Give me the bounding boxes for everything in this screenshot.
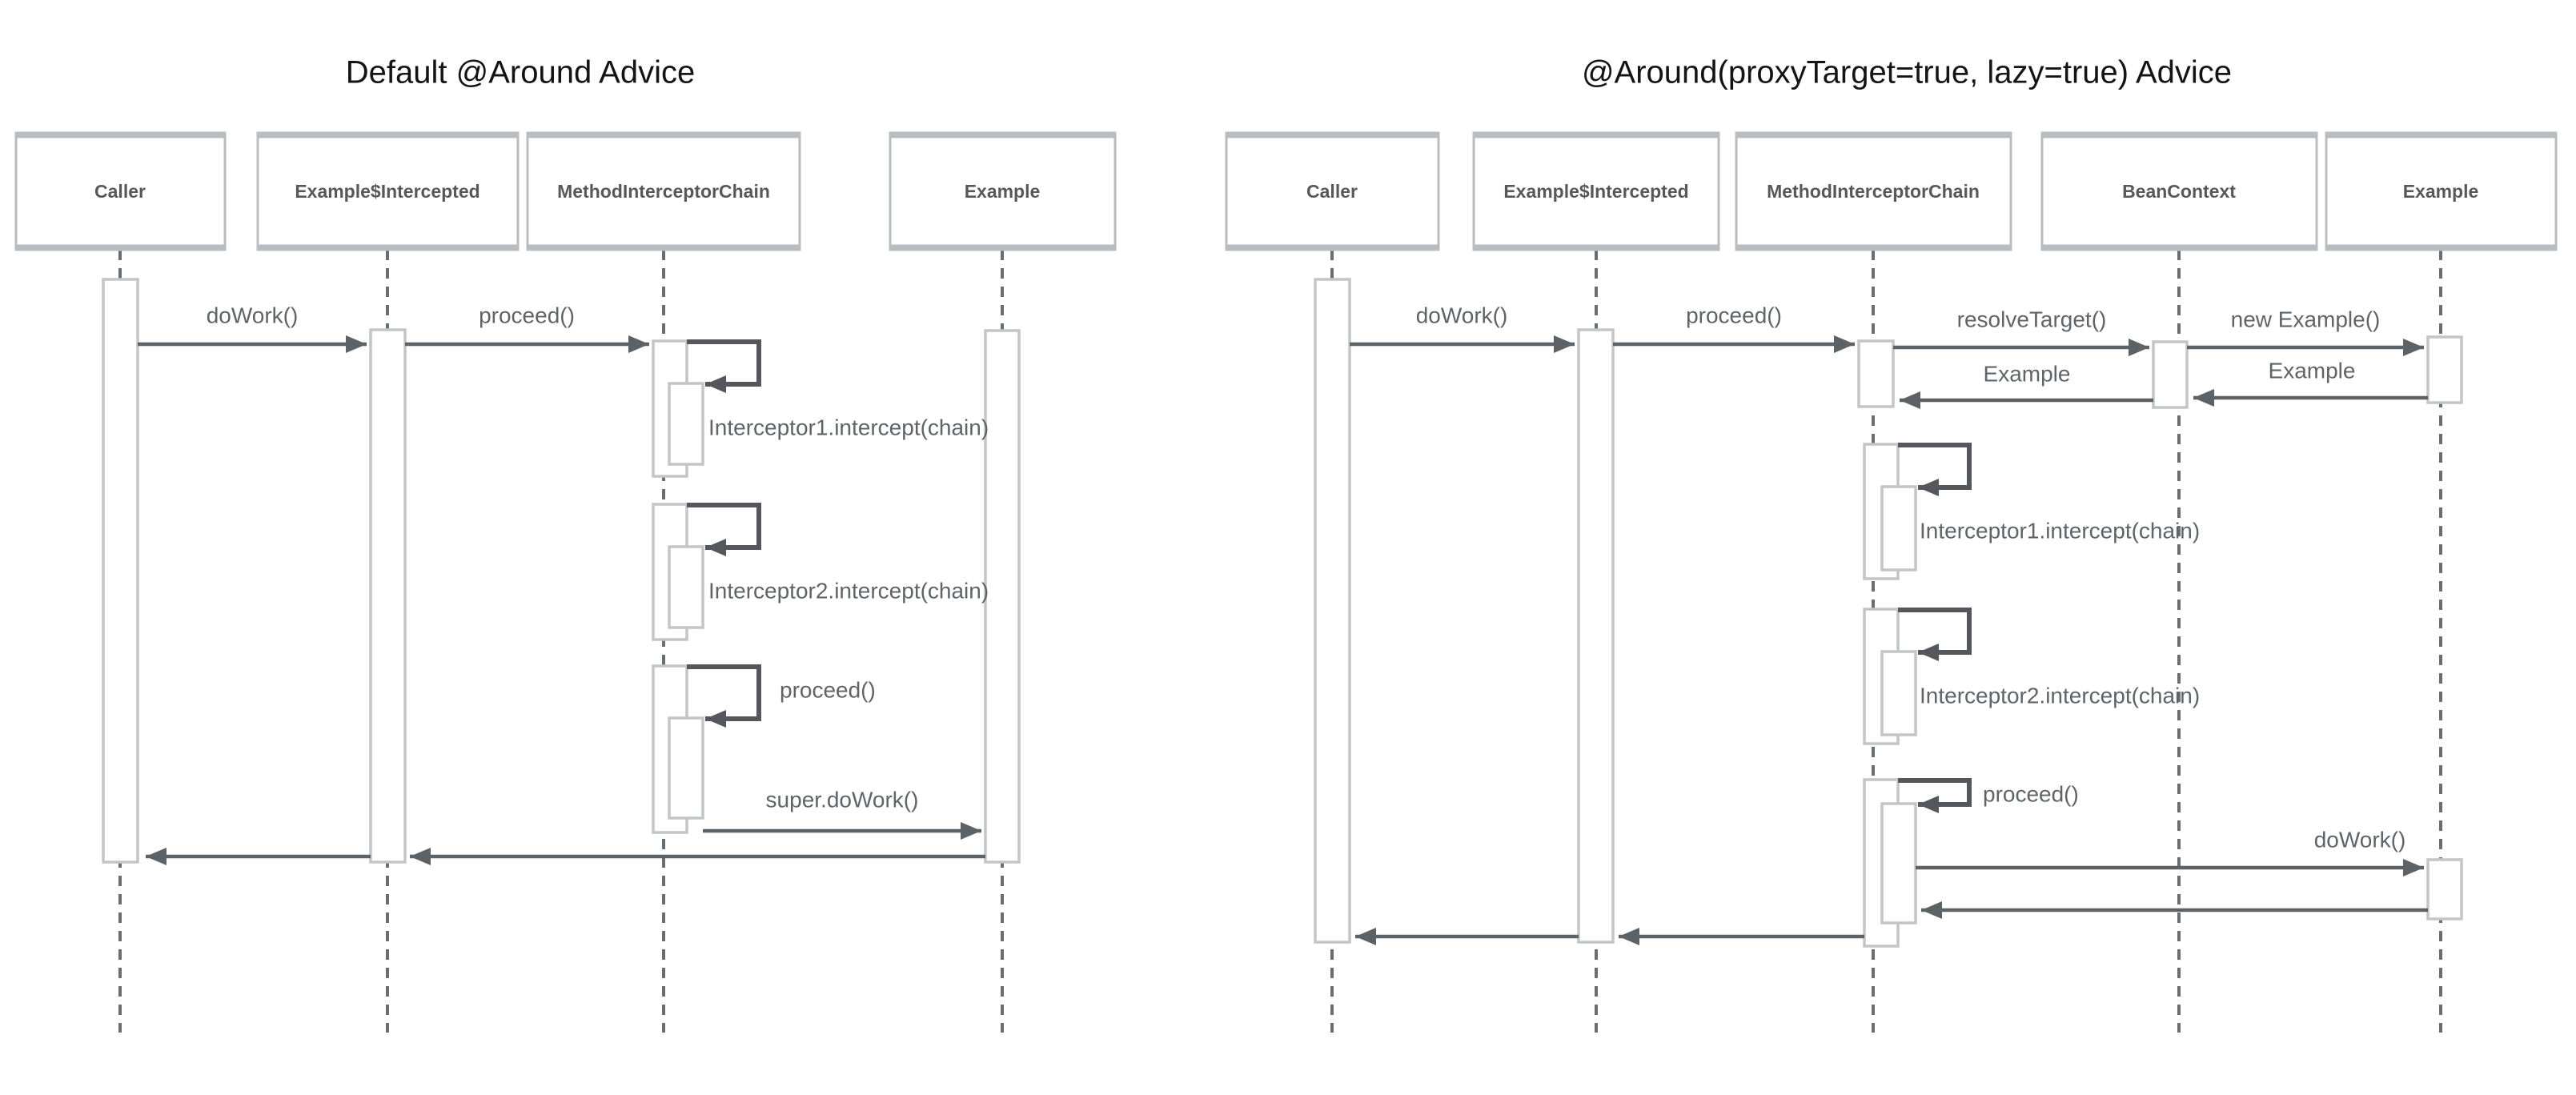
right-diagram-title: @Around(proxyTarget=true, lazy=true) Adv… bbox=[1582, 55, 2232, 90]
message-label-proceed: proceed() bbox=[1686, 303, 1782, 327]
message-label-example-return-2: Example bbox=[1984, 361, 2071, 386]
participant-box-method-interceptor-chain: MethodInterceptorChain bbox=[526, 131, 801, 251]
self-loop-proceed-inner bbox=[687, 664, 761, 728]
self-loop-interceptor2 bbox=[1898, 608, 1972, 661]
message-label-interceptor1: Interceptor1.intercept(chain) bbox=[1920, 518, 2200, 543]
self-loop-interceptor1 bbox=[1898, 443, 1972, 496]
message-label-proceed-inner: proceed() bbox=[1983, 781, 2079, 806]
participant-label: MethodInterceptorChain bbox=[557, 181, 770, 202]
participant-box-rect bbox=[889, 131, 1117, 251]
activation-bar-example-dowork bbox=[2426, 858, 2463, 921]
message-label-interceptor1: Interceptor1.intercept(chain) bbox=[708, 415, 989, 439]
message-label-dowork: doWork() bbox=[1416, 303, 1508, 327]
participant-box-bean-context: BeanContext bbox=[2040, 131, 2318, 251]
message-label-resolve-target: resolveTarget() bbox=[1957, 307, 2107, 331]
self-loop-interceptor2 bbox=[687, 503, 761, 556]
right-diagram: @Around(proxyTarget=true, lazy=true) Adv… bbox=[1225, 55, 2558, 1033]
participant-box-rect bbox=[526, 131, 801, 251]
participant-label: Example$Intercepted bbox=[295, 181, 479, 202]
activation-bar-chain-nested-1 bbox=[1880, 485, 1917, 572]
activation-bar-chain-nested-1 bbox=[668, 382, 704, 466]
activation-bar-caller bbox=[1314, 278, 1351, 944]
participant-label: Caller bbox=[94, 181, 146, 202]
participant-box-example: Example bbox=[889, 131, 1117, 251]
participant-label: Example bbox=[965, 181, 1041, 202]
participant-label: Example bbox=[2403, 181, 2479, 202]
participant-box-caller: Caller bbox=[1225, 131, 1440, 251]
participant-box-example-intercepted: Example$Intercepted bbox=[1472, 131, 1720, 251]
activation-bar-chain-nested-2 bbox=[668, 545, 704, 629]
participant-box-example: Example bbox=[2325, 131, 2558, 251]
message-label-dowork-target: doWork() bbox=[2314, 827, 2406, 852]
participant-label: BeanContext bbox=[2122, 181, 2236, 202]
participant-box-rect bbox=[2040, 131, 2318, 251]
activation-bar-bean-context bbox=[2152, 340, 2189, 409]
participant-box-rect bbox=[1735, 131, 2012, 251]
participant-box-method-interceptor-chain: MethodInterceptorChain bbox=[1735, 131, 2012, 251]
message-label-interceptor2: Interceptor2.intercept(chain) bbox=[708, 578, 989, 603]
activation-bar-chain-nested-2 bbox=[1880, 650, 1917, 736]
participant-box-rect bbox=[1225, 131, 1440, 251]
participant-box-caller: Caller bbox=[14, 131, 227, 251]
participant-box-rect bbox=[256, 131, 520, 251]
message-label-proceed: proceed() bbox=[479, 303, 575, 327]
participant-label: MethodInterceptorChain bbox=[1767, 181, 1980, 202]
activation-bar-example-construct bbox=[2426, 335, 2463, 404]
message-label-new-example: new Example() bbox=[2231, 307, 2381, 331]
left-diagram: Default @Around Advice Caller Example$In… bbox=[14, 55, 1117, 1033]
participant-label: Example$Intercepted bbox=[1503, 181, 1688, 202]
message-label-example-return: Example bbox=[2269, 358, 2356, 383]
activation-bar-example-intercepted bbox=[369, 328, 407, 864]
message-label-dowork: doWork() bbox=[207, 303, 299, 327]
activation-bar-example-intercepted bbox=[1577, 328, 1615, 944]
left-diagram-title: Default @Around Advice bbox=[346, 55, 695, 90]
message-label-interceptor2: Interceptor2.intercept(chain) bbox=[1920, 683, 2200, 708]
self-loop-proceed-inner bbox=[1898, 778, 1972, 813]
activation-bar-chain-nested-3 bbox=[1880, 802, 1917, 925]
self-loop-interceptor1 bbox=[687, 339, 761, 393]
participant-label: Caller bbox=[1306, 181, 1358, 202]
activation-bar-caller bbox=[102, 278, 139, 864]
activation-bar-chain-nested-3 bbox=[668, 716, 704, 820]
message-label-super-dowork: super.doWork() bbox=[766, 787, 919, 812]
participant-box-example-intercepted: Example$Intercepted bbox=[256, 131, 520, 251]
activation-bar-example bbox=[984, 329, 1021, 864]
activation-bar-chain-resolve bbox=[1857, 339, 1895, 408]
message-label-proceed-inner: proceed() bbox=[780, 677, 876, 702]
